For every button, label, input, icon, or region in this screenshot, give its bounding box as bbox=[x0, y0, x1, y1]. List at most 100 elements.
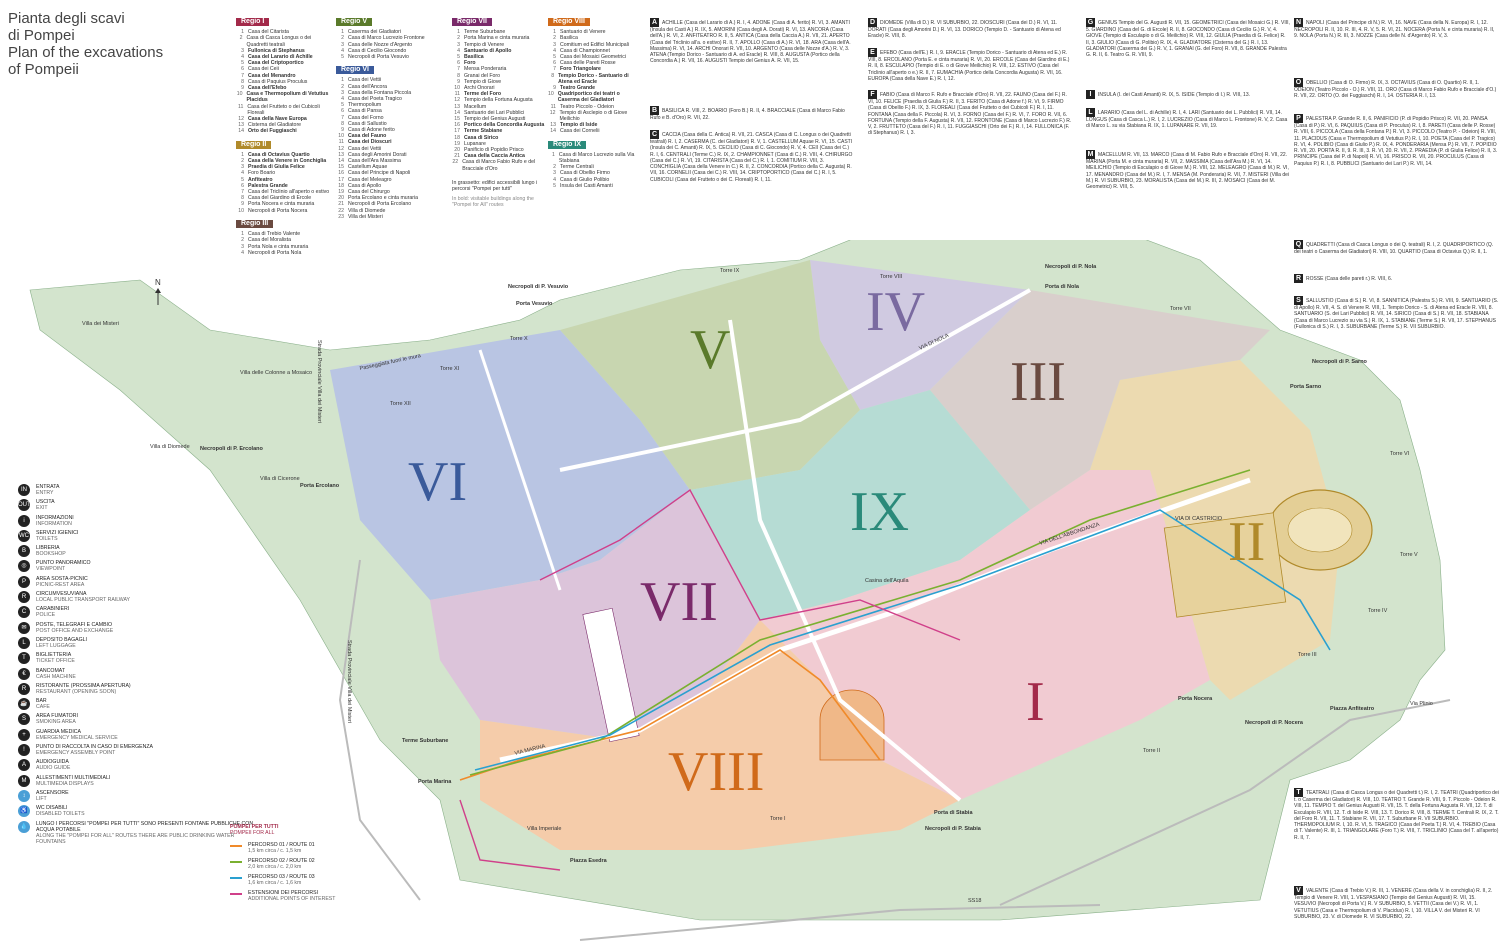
regio-v-area bbox=[560, 260, 860, 490]
label-villa-diomede[interactable]: Villa di Diomede bbox=[150, 444, 190, 450]
legend-item-number: 19 bbox=[338, 189, 344, 196]
index-text: LARARIO (Casa del L. di Achille) R. I, 4… bbox=[1086, 110, 1288, 130]
label-necropoli-stabia[interactable]: Necropoli di P. Stabia bbox=[925, 826, 982, 832]
index-letter: B bbox=[650, 106, 659, 115]
disabled-toilets-icon: ♿ bbox=[18, 805, 30, 818]
legend-item-label: Casa del Poeta Tragico bbox=[348, 96, 402, 103]
label-villa-imperiale[interactable]: Villa Imperiale bbox=[527, 826, 561, 832]
legend-item-label: Villa di Diomede bbox=[348, 207, 386, 214]
label-villa-colonne[interactable]: Villa delle Colonne a Mosaico bbox=[240, 370, 312, 376]
legend-item-label: Casa del Moralista bbox=[248, 237, 291, 244]
label-porta-nocera[interactable]: Porta Nocera bbox=[1178, 696, 1213, 702]
legend-item-label: Casa della Venere in Conchiglia bbox=[248, 158, 327, 165]
label-porta-sarno[interactable]: Porta Sarno bbox=[1290, 384, 1322, 390]
legend-item-label: Foro bbox=[464, 60, 476, 67]
legend-item-label: Casa di Marco Lucrezio sulla Via Stabian… bbox=[558, 151, 635, 165]
label-piazza-esedra[interactable]: Piazza Esedra bbox=[570, 858, 608, 864]
label-porta-marina[interactable]: Porta Marina bbox=[418, 779, 452, 785]
legend-item-label: Terme Suburbane bbox=[464, 29, 506, 36]
label-villa-misteri[interactable]: Villa dei Misteri bbox=[82, 321, 119, 327]
legend-item-label: Casa del Frutteto o dei Cubicoli Floreal… bbox=[247, 103, 320, 116]
index-text: ACHILLE (Casa del Larario di A.) R. I, 4… bbox=[650, 20, 851, 65]
pompeii-map[interactable]: I II III IV V VI VII VIII IX Porta Vesuv… bbox=[0, 240, 1500, 950]
route-length: 2,0 km circa / c. 2,0 km bbox=[248, 864, 302, 870]
label-porta-ercolano[interactable]: Porta Ercolano bbox=[300, 483, 340, 489]
regio-label-vii: VII bbox=[640, 571, 718, 633]
index-text: OBELLIO (Casa di O. Firmo) R. IX, 3. OCT… bbox=[1294, 80, 1497, 100]
legend-item-number: 12 bbox=[454, 97, 460, 104]
cafe-icon: ☕ bbox=[18, 698, 30, 711]
legend-item-label: Casa di Marco Lucrezio Frontone bbox=[348, 35, 425, 42]
index-letter: T bbox=[1294, 788, 1303, 797]
index-text: EFEBO (Casa dell'E.) R. I, 9. ERACLE (Te… bbox=[868, 50, 1070, 82]
legend-item-label: Tempio di Iside bbox=[560, 122, 598, 129]
index-text: DIOMEDE (Villa di D.) R. VI SUBURBIO, 22… bbox=[868, 20, 1061, 40]
label-necropoli-ercolano[interactable]: Necropoli di P. Ercolano bbox=[200, 446, 263, 452]
label-necropoli-nocera[interactable]: Necropoli di P. Nocera bbox=[1245, 720, 1304, 726]
label-piazza-anfiteatro[interactable]: Piazza Anfiteatro bbox=[1330, 706, 1375, 712]
label-torre-v: Torre V bbox=[1400, 552, 1418, 558]
label-necropoli-nola[interactable]: Necropoli di P. Nola bbox=[1045, 264, 1097, 270]
symbol-label-en: Ticket office bbox=[36, 658, 75, 665]
legend-item-label: Insula dei Casti Amanti bbox=[560, 182, 613, 189]
legend-item-number: 2 bbox=[241, 158, 244, 165]
legend-item-number: 20 bbox=[454, 147, 460, 154]
label-porta-vesuvio[interactable]: Porta Vesuvio bbox=[516, 301, 553, 307]
label-necropoli-sarno[interactable]: Necropoli di P. Sarno bbox=[1312, 359, 1368, 365]
symbol-label-it: Punto panoramico bbox=[36, 560, 91, 567]
legend-item-number: 2 bbox=[341, 35, 344, 42]
legend-item-number: 15 bbox=[454, 116, 460, 123]
legend-item-label: Comitium ed Edifici Municipali bbox=[560, 41, 629, 48]
symbol-label-it: Ascensore bbox=[36, 789, 69, 796]
legend-item-number: 3 bbox=[457, 41, 460, 48]
legend-item-label: Basilica bbox=[560, 35, 578, 42]
index-text: TEATRALI (Casa di Casca Longus o dei Qua… bbox=[1294, 790, 1499, 841]
index-letter: D bbox=[868, 18, 877, 27]
label-terme-suburbane[interactable]: Terme Suburbane bbox=[402, 738, 448, 744]
legend-item-number: 11 bbox=[237, 103, 244, 110]
legend-item-label: Casa dei Vettii bbox=[348, 145, 382, 152]
label-casina-aquila[interactable]: Casina dell'Aquila bbox=[865, 578, 909, 584]
bookshop-icon: B bbox=[18, 545, 30, 558]
legend-item-number: 8 bbox=[241, 195, 244, 202]
index-letter: C bbox=[650, 130, 659, 139]
list-item: 2 Casa della Venere in Conchiglia bbox=[236, 158, 331, 164]
label-porta-nola[interactable]: Porta di Nola bbox=[1045, 284, 1080, 290]
index-text: BASILICA R. VIII, 2. BOARIO (Foro B.) R.… bbox=[650, 108, 845, 121]
list-item: ♿WC disabiliDisabled toilets bbox=[18, 805, 258, 820]
legend-item-label: Terme Stabiane bbox=[464, 128, 503, 135]
north-arrow: N bbox=[155, 278, 161, 305]
route-label: ESTENSIONI DEI PERCORSI bbox=[248, 890, 319, 896]
legend-item-label: Casa della Caccia Antica bbox=[464, 153, 525, 160]
index-text: SALLUSTIO (Casa di S.) R. VI, 8. SANNITI… bbox=[1294, 298, 1499, 330]
label-villa-cicerone[interactable]: Villa di Cicerone bbox=[260, 476, 300, 482]
legend-item-label: Tempio di Venere bbox=[464, 41, 505, 48]
label-necropoli-vesuvio[interactable]: Necropoli di P. Vesuvio bbox=[508, 284, 569, 290]
label-porta-stabia[interactable]: Porta di Stabia bbox=[934, 810, 973, 816]
legend-item-number: 8 bbox=[551, 72, 555, 79]
route-01-line bbox=[459, 649, 881, 781]
label-torre-iii: Torre III bbox=[1298, 652, 1317, 658]
legend-item-label: Casa dei Dioscuri bbox=[348, 139, 392, 146]
